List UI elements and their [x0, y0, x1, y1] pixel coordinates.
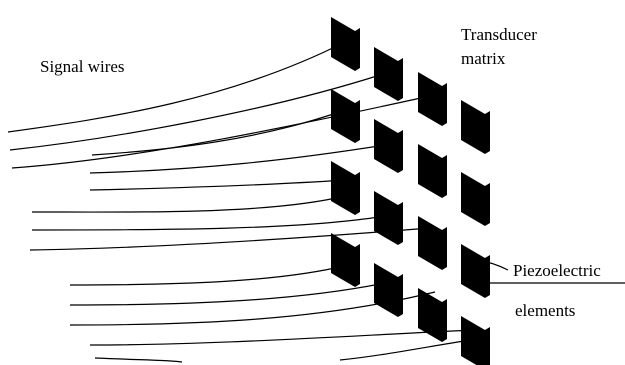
piezo-element-edge: [398, 58, 403, 101]
signal-wire: [69, 282, 386, 306]
piezo-element-edge: [442, 227, 447, 270]
piezo-element: [331, 89, 355, 143]
signal-wire: [29, 227, 431, 251]
signal-wire: [89, 179, 346, 191]
signal-wire: [89, 144, 386, 174]
piezo-element: [418, 216, 442, 270]
piezo-element-edge: [355, 244, 360, 287]
signal-wire: [31, 195, 346, 213]
signal-wire: [339, 339, 471, 361]
transducer-matrix-label-line1: Transducer: [461, 25, 537, 44]
piezo-element: [461, 244, 485, 298]
piezo-element: [461, 100, 485, 154]
piezo-element: [374, 119, 398, 173]
piezo-element-edge: [355, 100, 360, 143]
piezo-element: [331, 233, 355, 287]
signal-wire: [91, 109, 346, 156]
piezo-element: [418, 72, 442, 126]
signal-wire: [7, 41, 346, 133]
piezo-element-edge: [442, 83, 447, 126]
piezo-element: [331, 161, 355, 215]
piezo-element-edge: [485, 255, 490, 298]
piezo-element: [374, 263, 398, 317]
transducer-matrix-label-line2: matrix: [461, 49, 506, 68]
piezo-element-edge: [398, 130, 403, 173]
piezo-element: [418, 288, 442, 342]
piezo-element: [418, 144, 442, 198]
piezo-element-edge: [485, 183, 490, 226]
signal-wire: [94, 357, 183, 363]
piezo-element: [374, 47, 398, 101]
piezo-element-edge: [485, 327, 490, 365]
piezoelectric-label-line1: Piezoelectric: [513, 261, 601, 280]
piezo-element-edge: [398, 202, 403, 245]
piezo-element: [461, 172, 485, 226]
piezo-element-edge: [355, 172, 360, 215]
signal-wire: [11, 95, 431, 169]
piezo-element-edge: [398, 274, 403, 317]
piezoelectric-label-line2: elements: [515, 301, 575, 320]
signal-wire: [9, 74, 381, 151]
piezoelectric-elements: [331, 17, 490, 365]
piezo-element-edge: [355, 28, 360, 71]
signal-wires-label: Signal wires: [40, 57, 125, 76]
signal-wire: [31, 215, 386, 231]
signal-wire: [89, 329, 476, 346]
signal-wire: [69, 264, 349, 286]
piezo-element: [374, 191, 398, 245]
piezo-element-edge: [442, 299, 447, 342]
piezo-element: [461, 316, 485, 365]
piezo-element-edge: [485, 111, 490, 154]
piezo-element-edge: [442, 155, 447, 198]
piezo-element: [331, 17, 355, 71]
